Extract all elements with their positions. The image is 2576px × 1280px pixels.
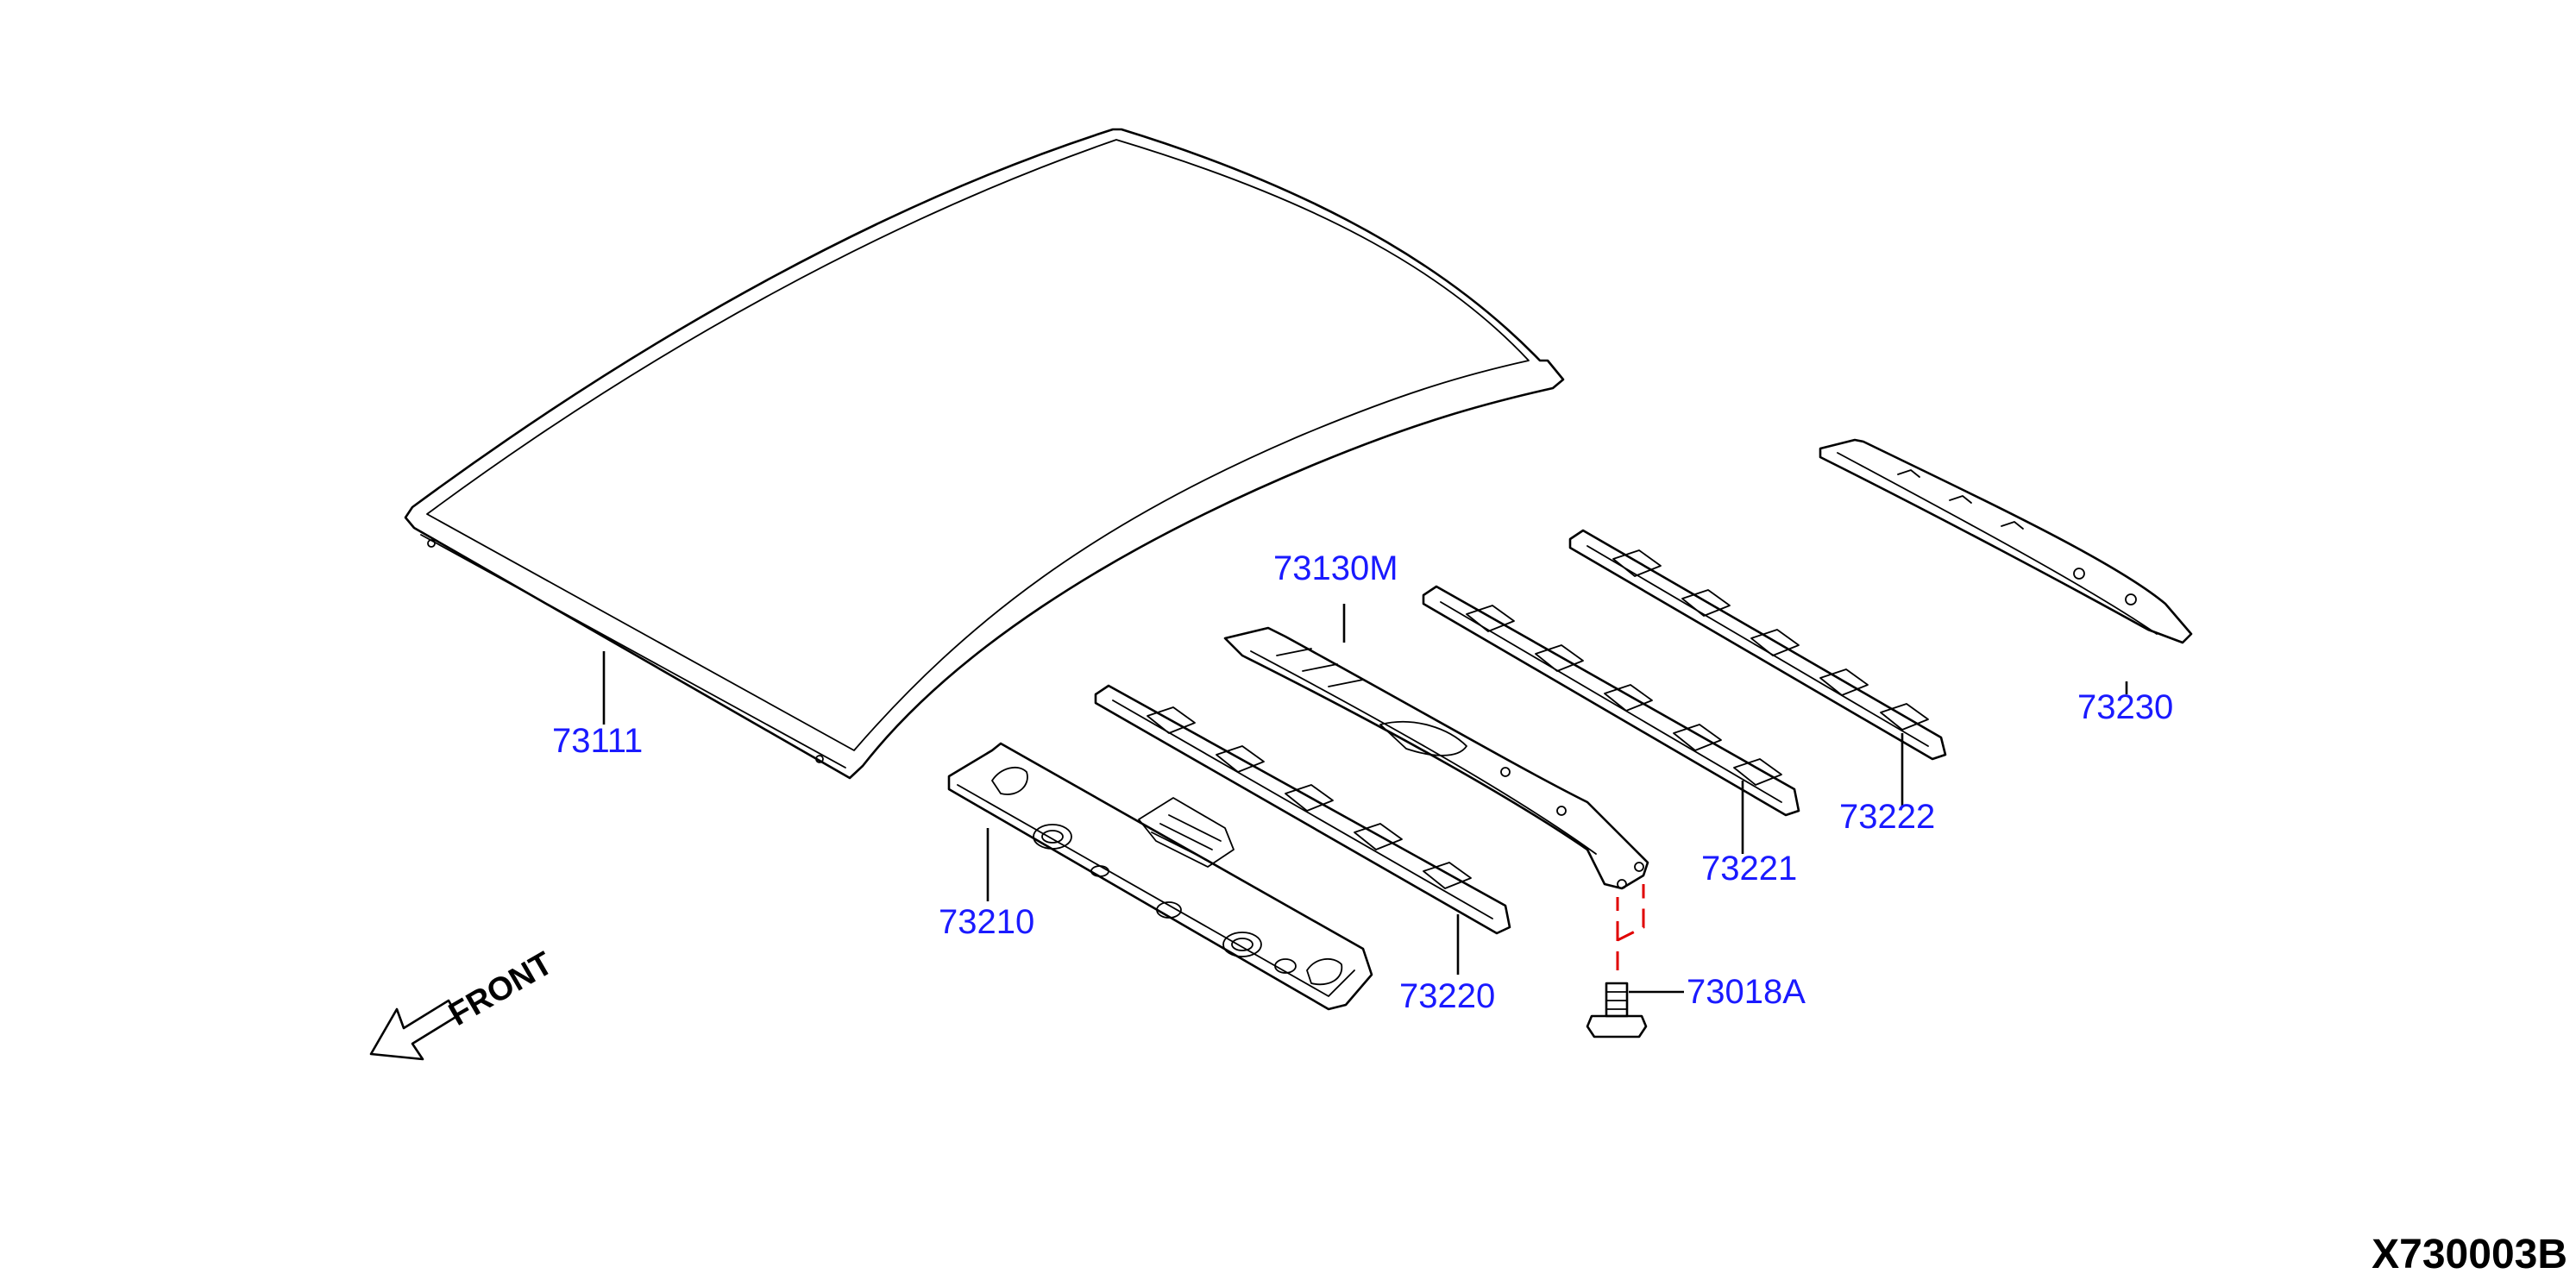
roof-panel[interactable] [404,128,1565,780]
part-label-roof-bow-1[interactable]: 73220 [1399,977,1495,1015]
diagram-code: X730003B [2372,1232,2567,1277]
roof-bow-3[interactable] [1568,529,1947,761]
part-label-roof-bow-center[interactable]: 73130M [1273,549,1398,587]
part-label-front-rail[interactable]: 73210 [939,903,1034,941]
bolt[interactable] [1586,982,1648,1038]
part-label-roof-bow-3[interactable]: 73222 [1839,798,1935,836]
roof-bow-center[interactable] [1223,626,1649,890]
part-label-roof-panel[interactable]: 73111 [552,722,643,760]
roof-bow-2[interactable] [1422,585,1800,817]
front-indicator: FRONT [369,945,559,1061]
rear-rail[interactable] [1819,438,2193,644]
front-rail[interactable] [947,742,1373,1011]
part-label-rear-rail[interactable]: 73230 [2077,688,2173,726]
roof-bow-1[interactable] [1094,684,1511,935]
part-label-roof-bow-2[interactable]: 73221 [1701,850,1797,888]
front-label: FRONT [443,945,559,1033]
part-label-bolt[interactable]: 73018A [1687,973,1806,1011]
leader-lines [602,604,2128,994]
front-arrow-icon [369,999,459,1061]
fastener-guide-line [1616,884,1645,970]
